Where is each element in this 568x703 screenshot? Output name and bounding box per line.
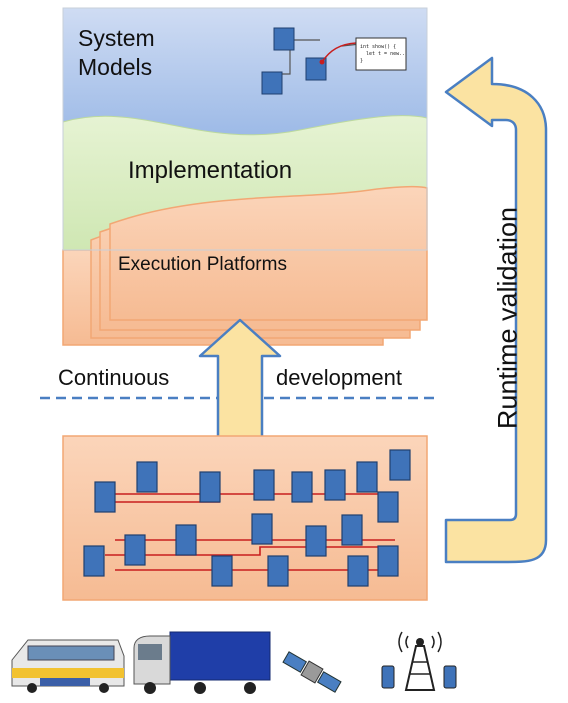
network-node: [347, 555, 369, 587]
code-line-1: int show() {: [360, 44, 396, 50]
development-label: development: [276, 365, 402, 390]
network-node: [136, 461, 158, 493]
network-node: [356, 461, 378, 493]
network-node: [199, 471, 221, 503]
network-nodes: [83, 449, 411, 587]
implementation-label: Implementation: [128, 157, 293, 184]
network-node: [175, 524, 197, 556]
code-snippet-icon: [355, 37, 407, 71]
network-node: [389, 449, 411, 481]
runtime-validation-label: Runtime validation: [492, 206, 523, 430]
runtime-network-box: [62, 435, 428, 601]
network-node: [94, 481, 116, 513]
continuous-label: Continuous: [58, 365, 170, 390]
runtime-validation-arrow: [444, 56, 548, 564]
system-models-label: System Models: [78, 25, 155, 80]
code-line-3: }: [360, 58, 363, 64]
network-node: [341, 514, 363, 546]
model-diagram-icon: int show() { let t = new.. }: [261, 27, 407, 95]
network-node: [291, 471, 313, 503]
network-node: [267, 555, 289, 587]
cell-tower-icon: [381, 631, 457, 691]
model-stack: [62, 7, 428, 346]
network-node: [377, 545, 399, 577]
network-node: [305, 525, 327, 557]
execution-platforms-label: Execution Platforms: [118, 254, 287, 275]
model-stack-border: [62, 7, 428, 251]
code-line-2: let t = new..: [366, 51, 405, 57]
tram-icon: [11, 639, 125, 693]
network-node: [211, 555, 233, 587]
network-node: [83, 545, 105, 577]
network-node: [324, 469, 346, 501]
network-node: [253, 469, 275, 501]
network-node: [124, 534, 146, 566]
network-node: [251, 513, 273, 545]
execution-platforms-layer: [109, 185, 428, 321]
satellite-icon: [282, 651, 342, 693]
network-node: [377, 491, 399, 523]
truck-icon: [133, 631, 271, 694]
